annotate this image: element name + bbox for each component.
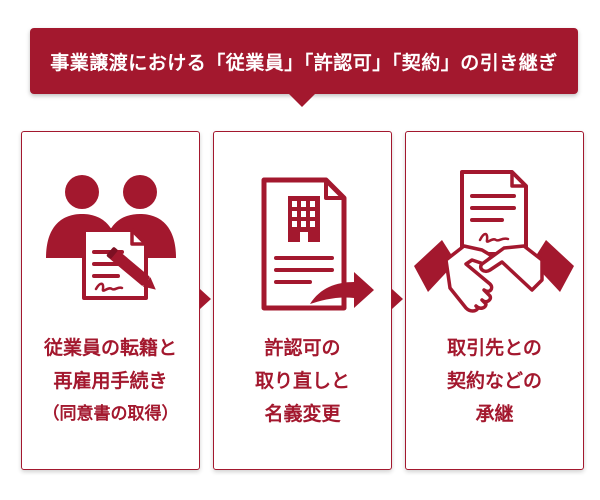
- connector-arrow-2: [392, 289, 403, 309]
- card-licenses-line-1: 許認可の: [264, 337, 341, 359]
- card-licenses-line-3: 名義変更: [264, 403, 341, 425]
- card-contracts-line-1: 取引先との: [447, 337, 542, 359]
- card-licenses: 許認可の 取り直しと 名義変更: [213, 131, 392, 470]
- card-licenses-text: 許認可の 取り直しと 名義変更: [214, 332, 391, 431]
- card-contracts-text: 取引先との 契約などの 承継: [406, 332, 583, 431]
- card-contracts-line-2: 契約などの: [446, 370, 542, 392]
- employees-document-icon: [46, 175, 176, 300]
- card-employees-line-1: 従業員の転籍と: [43, 337, 177, 359]
- banner-title: 事業譲渡における「従業員」「許認可」「契約」の引き継ぎ: [50, 51, 558, 74]
- handshake-contract-icon: [414, 170, 574, 313]
- license-document-icon: [261, 177, 374, 311]
- card-contracts-line-3: 承継: [475, 403, 514, 425]
- card-employees: 従業員の転籍と 再雇用手続き （同意書の取得）: [21, 131, 200, 470]
- card-licenses-line-2: 取り直しと: [254, 370, 350, 392]
- card-employees-line-3: （同意書の取得）: [42, 404, 179, 424]
- title-banner: 事業譲渡における「従業員」「許認可」「契約」の引き継ぎ: [30, 28, 578, 94]
- banner-pointer: [288, 93, 316, 107]
- card-contracts: 取引先との 契約などの 承継: [405, 131, 584, 470]
- card-employees-line-2: 再雇用手続き: [53, 370, 168, 392]
- card-employees-text: 従業員の転籍と 再雇用手続き （同意書の取得）: [22, 332, 199, 431]
- connector-arrow-1: [200, 289, 211, 309]
